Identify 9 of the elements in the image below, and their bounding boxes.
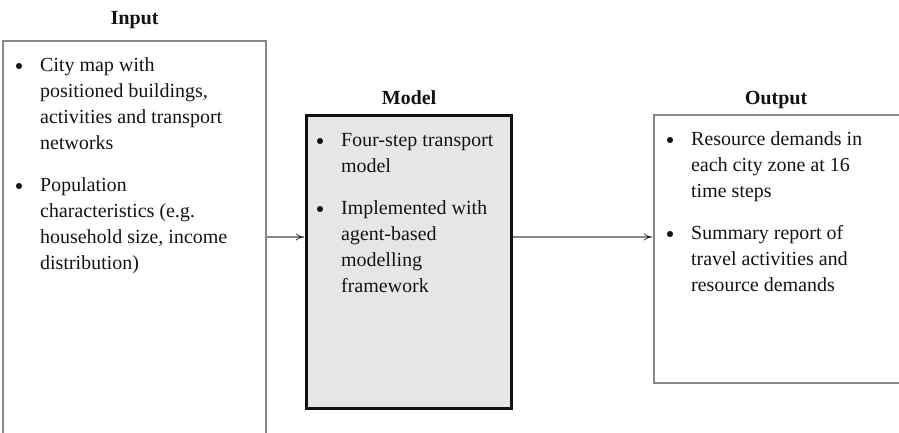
bullet-item: Population characteristics (e.g. household size, income distribution) <box>40 173 228 276</box>
column-heading: Model <box>380 86 438 110</box>
bullet-item: Resource demands in each city zone at 16 time steps <box>691 127 864 204</box>
bullet-item: Implemented with agent-based modelling framework <box>341 196 488 299</box>
column-heading: Output <box>744 86 808 110</box>
bullet-item: City map with positioned buildings, activities and transport networks <box>40 53 224 156</box>
bullet-item: Four-step transport model <box>341 128 494 179</box>
column-heading: Input <box>110 6 160 30</box>
bullet-item: Summary report of travel activities and resource demands <box>691 221 849 298</box>
